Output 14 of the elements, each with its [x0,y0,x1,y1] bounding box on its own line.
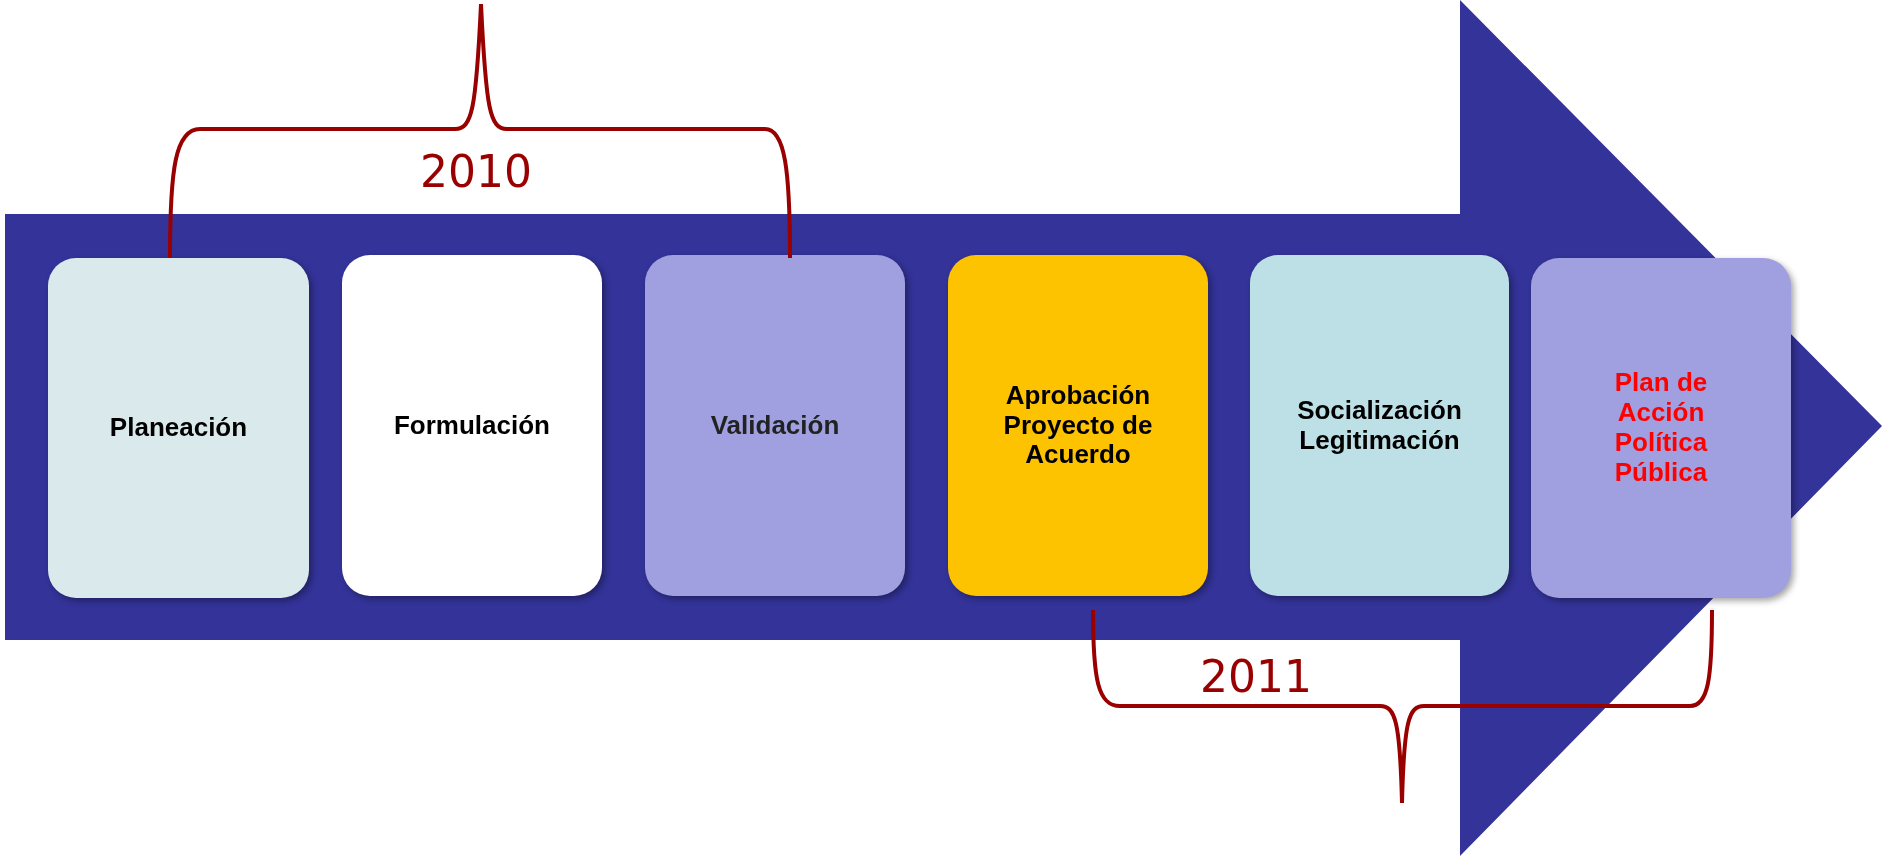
stage-title: Formulación [394,410,550,441]
stage-card [1250,255,1509,596]
year-label: 2010 [420,150,532,194]
year-label: 2011 [1200,655,1312,699]
stage-title: Planeación [109,413,248,443]
stage-title: Plan de Acción Política Pública [1613,368,1709,488]
stage-card [48,258,309,598]
stage-title: Aprobación Proyecto de Acuerdo [1002,380,1154,471]
stage-title: Socialización Legitimación [1296,395,1463,456]
stage-title: Validación [710,410,840,441]
stage-card [948,255,1208,596]
stage-card [342,255,602,596]
stage-card [645,255,905,596]
stage-card [1531,258,1791,598]
